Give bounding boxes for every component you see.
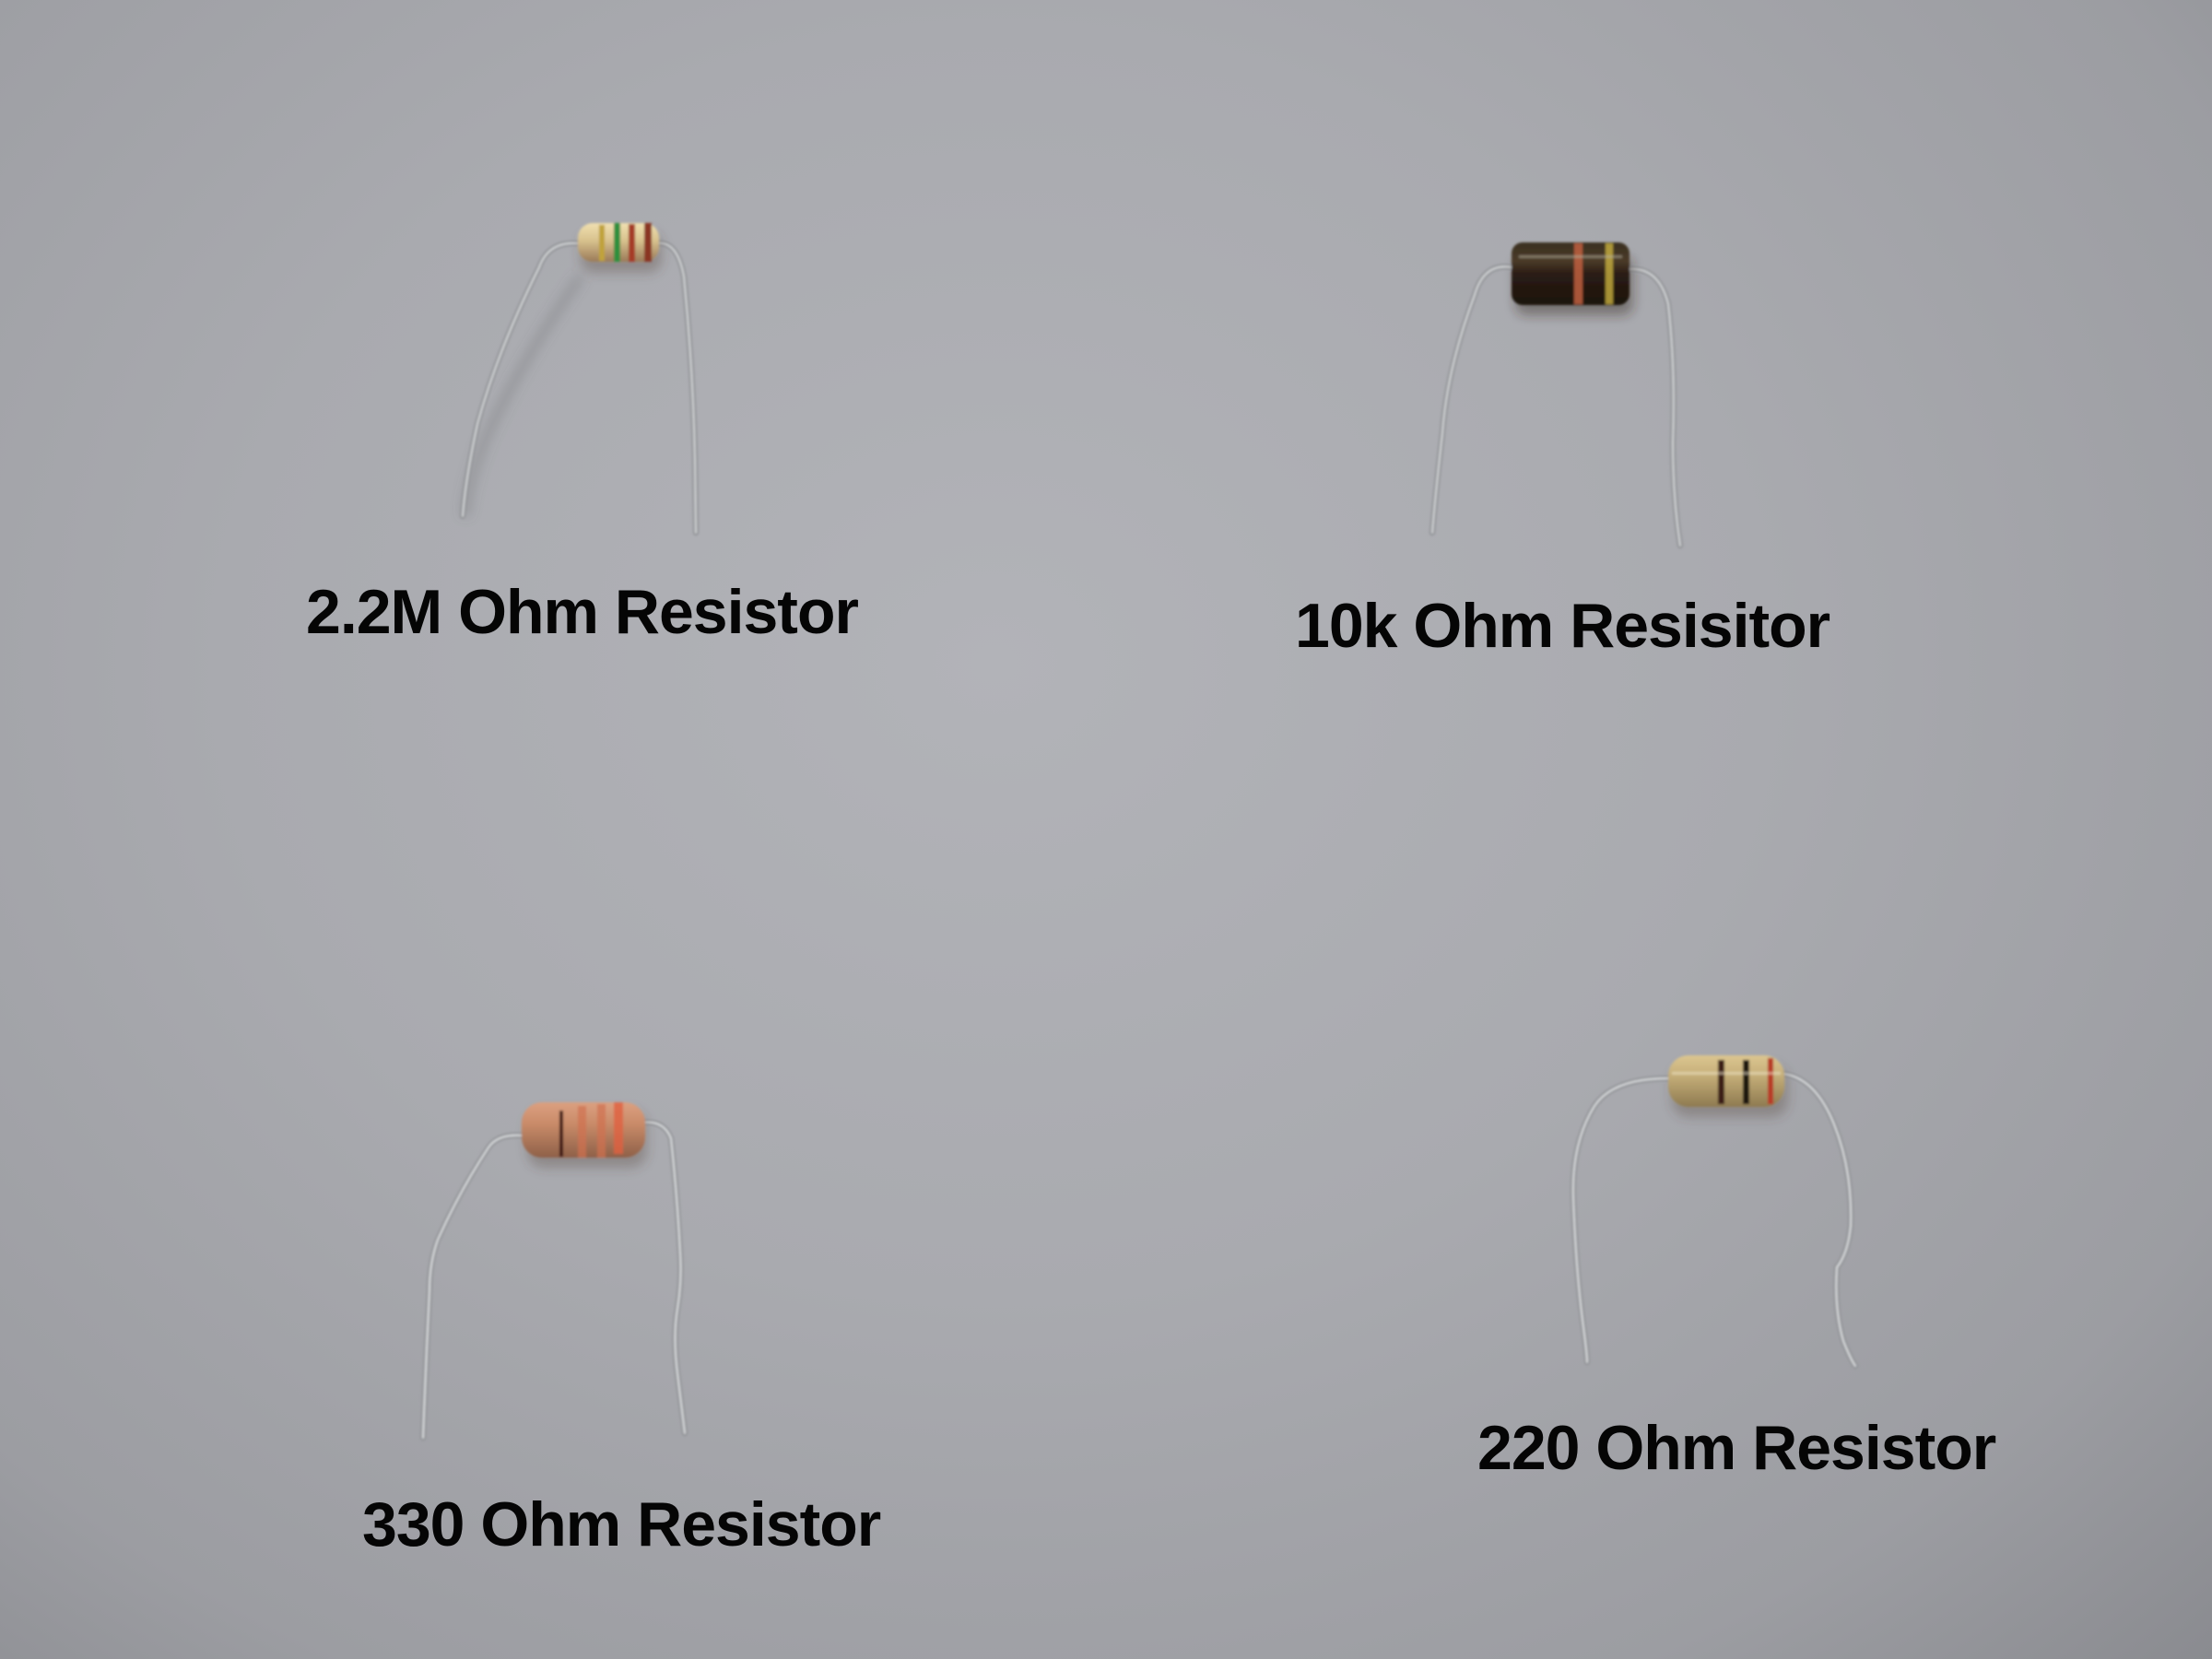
resistor-330 [420,1102,688,1441]
resistor-220 [1570,1055,1858,1369]
resistor-10k [1430,242,1683,548]
label-10k-resistor: 10k Ohm Resisitor [1295,591,1830,661]
label-220-resistor: 220 Ohm Resistor [1477,1413,1996,1483]
label-330-resistor: 330 Ohm Resistor [362,1489,881,1559]
label-2-2m-resistor: 2.2M Ohm Resistor [306,577,859,647]
resistor-2-2m [460,223,699,535]
